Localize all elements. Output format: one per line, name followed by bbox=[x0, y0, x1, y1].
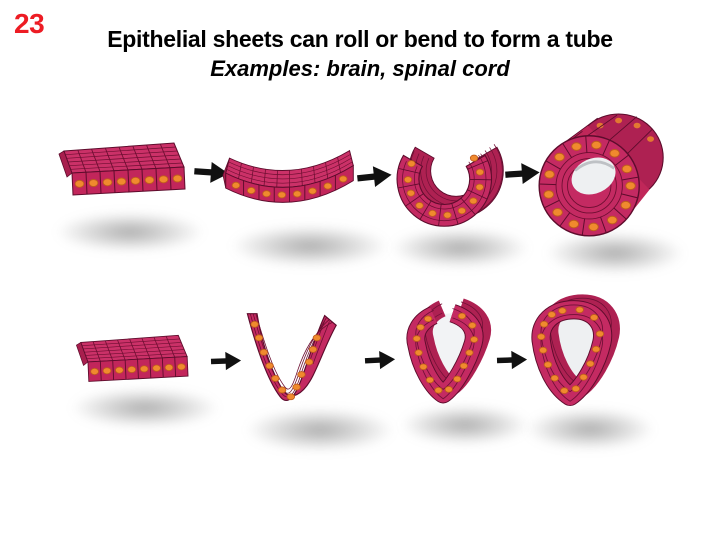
shadow bbox=[230, 225, 390, 267]
shadow bbox=[245, 408, 395, 452]
shadow bbox=[525, 408, 655, 450]
shadow bbox=[55, 212, 205, 252]
slide-subtitle: Examples: brain, spinal cord bbox=[210, 55, 510, 81]
curved-sheet-illustration bbox=[222, 149, 354, 203]
arrow-right-icon bbox=[364, 350, 396, 370]
shadow bbox=[545, 232, 685, 274]
arrow-right-icon bbox=[504, 161, 541, 186]
slide-title: Epithelial sheets can roll or bend to fo… bbox=[107, 26, 613, 52]
nearly-closed-fold-illustration bbox=[396, 300, 494, 411]
slide-header: Epithelial sheets can roll or bend to fo… bbox=[0, 26, 720, 82]
slide-number: 23 bbox=[14, 8, 45, 39]
flat-sheet-illustration bbox=[58, 142, 186, 196]
shadow bbox=[70, 388, 220, 428]
rolled-tube-illustration bbox=[538, 113, 664, 237]
v-folded-sheet-illustration bbox=[246, 313, 337, 402]
closed-tube-illustration bbox=[520, 298, 624, 412]
u-shaped-sheet-illustration bbox=[396, 144, 504, 227]
shadow bbox=[400, 405, 530, 445]
shadow bbox=[390, 228, 530, 268]
flat-sheet-illustration bbox=[75, 334, 189, 382]
